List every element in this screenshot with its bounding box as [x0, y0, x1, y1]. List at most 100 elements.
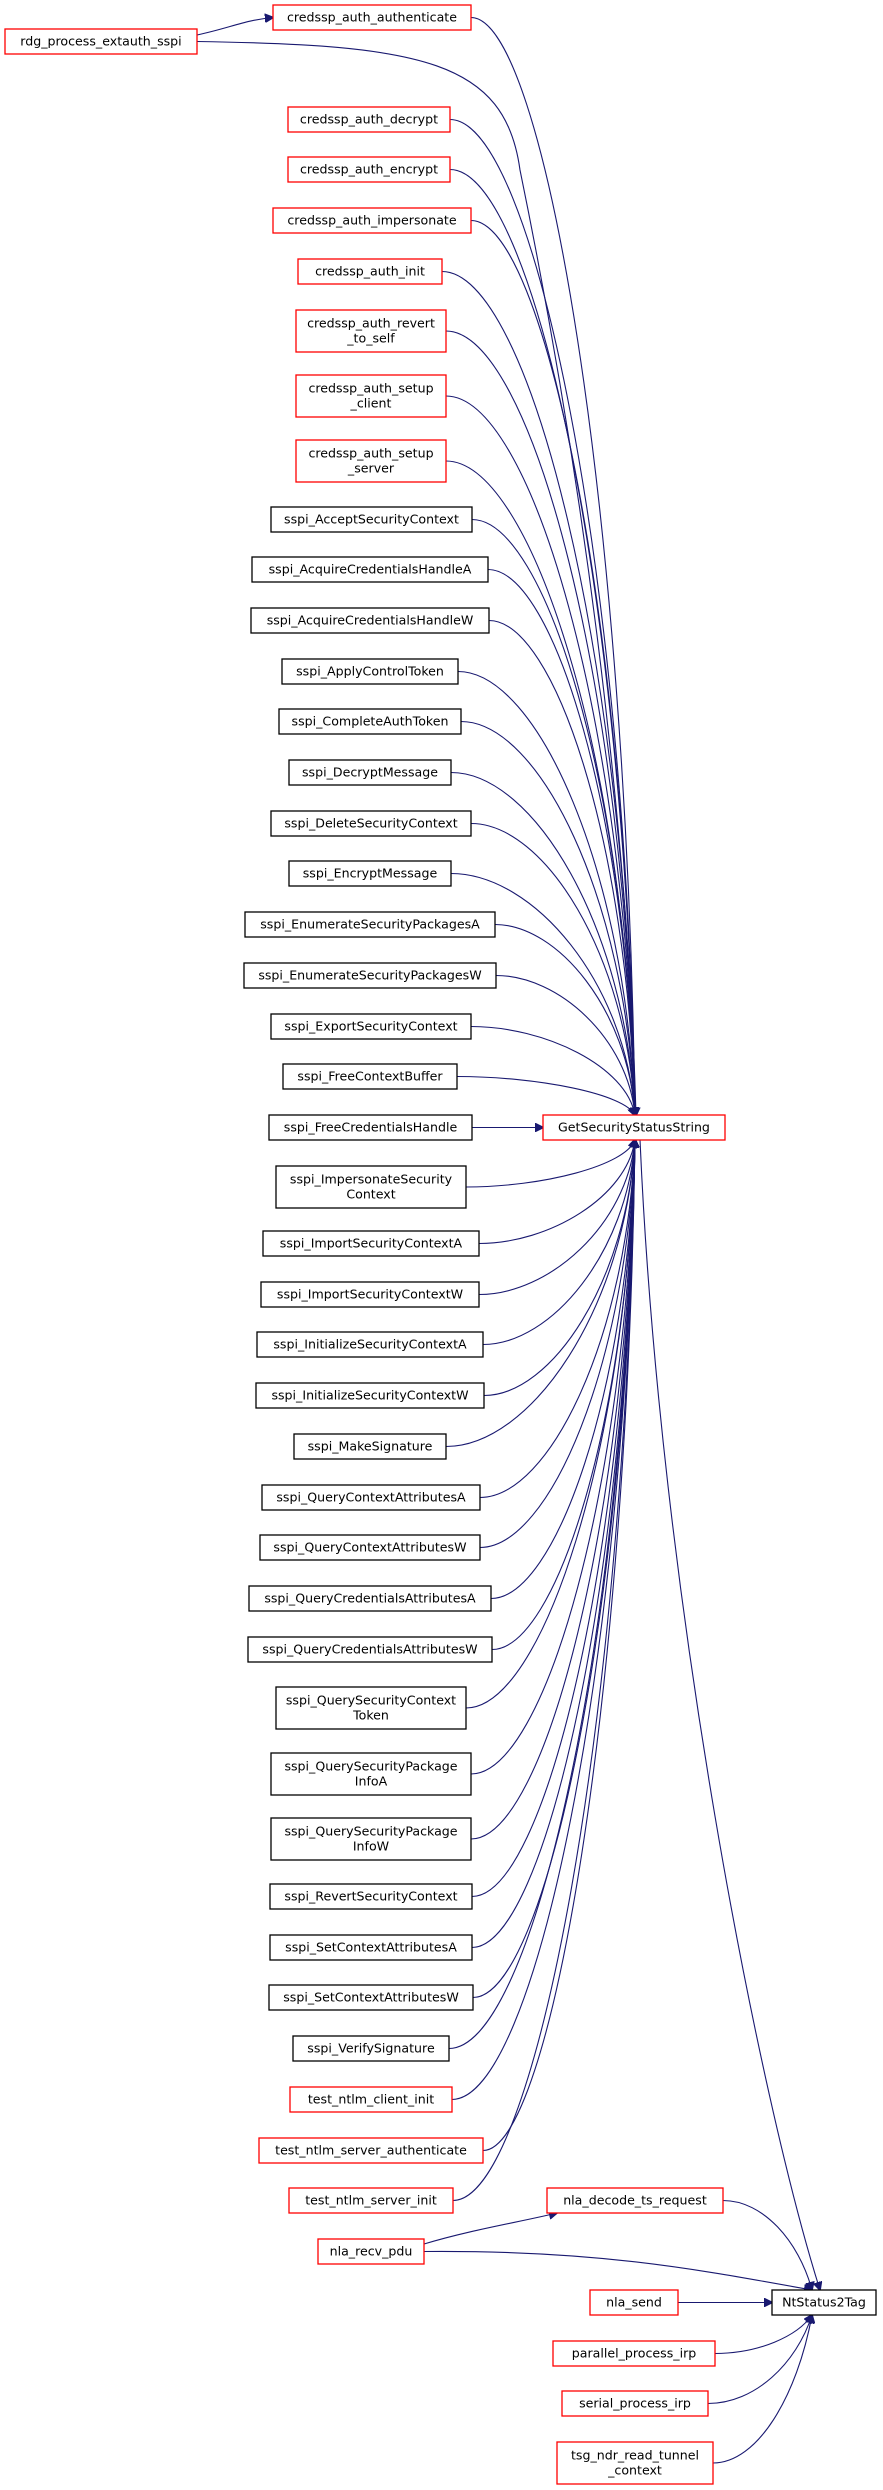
node-box — [250, 607, 490, 634]
edge-serial_process_irp-to-NtStatus2Tag — [707, 2315, 812, 2405]
node-box — [288, 759, 452, 786]
node-label: parallel_process_irp — [572, 2346, 697, 2361]
node-box — [270, 1752, 472, 1796]
edge-sspi_RevertSecurityContext-to-GetSecurityStatusString — [471, 1140, 635, 1898]
node-box — [269, 1883, 473, 1910]
node-sspi_FreeContextBuffer[interactable]: sspi_FreeContextBuffer — [282, 1063, 458, 1090]
node-test_ntlm_client_init[interactable]: test_ntlm_client_init — [289, 2086, 453, 2113]
edge-sspi_CompleteAuthToken-to-GetSecurityStatusString — [460, 720, 635, 1116]
node-sspi_EnumerateSecurityPackagesW[interactable]: sspi_EnumerateSecurityPackagesW — [243, 962, 497, 989]
node-box — [552, 2340, 716, 2367]
node-box — [546, 2187, 724, 2214]
nodes-layer: rdg_process_extauth_sspi credssp_auth_aut… — [4, 4, 877, 2485]
node-sspi_InitializeSecurityContextW[interactable]: sspi_InitializeSecurityContextW — [255, 1382, 485, 1409]
node-credssp_auth_encrypt[interactable]: credssp_auth_encrypt — [287, 156, 451, 183]
node-label: nla_recv_pdu — [330, 2244, 413, 2259]
node-box — [292, 2035, 450, 2062]
node-box — [278, 708, 462, 735]
node-box — [268, 1114, 473, 1141]
node-tsg_ndr_read_tunnel_context[interactable]: tsg_ndr_read_tunnel_context — [556, 2441, 714, 2485]
node-credssp_auth_revert_to_self[interactable]: credssp_auth_revert_to_self — [295, 309, 447, 353]
node-box — [293, 1433, 447, 1460]
node-test_ntlm_server_authenticate[interactable]: test_ntlm_server_authenticate — [258, 2137, 484, 2164]
edge-sspi_AcquireCredentialsHandleW-to-GetSecurityStatusString — [488, 619, 635, 1116]
node-sspi_ImportSecurityContextW[interactable]: sspi_ImportSecurityContextW — [260, 1281, 480, 1308]
node-sspi_ExportSecurityContext[interactable]: sspi_ExportSecurityContext — [270, 1013, 472, 1040]
node-sspi_FreeCredentialsHandle[interactable]: sspi_FreeCredentialsHandle — [268, 1114, 473, 1141]
edge-sspi_QuerySecurityContextToken-to-GetSecurityStatusString — [465, 1140, 635, 1709]
node-box — [255, 1382, 485, 1409]
node-label: sspi_CompleteAuthToken — [292, 714, 449, 729]
node-credssp_auth_setup_client[interactable]: credssp_auth_setup_client — [295, 374, 447, 418]
node-sspi_EnumerateSecurityPackagesA[interactable]: sspi_EnumerateSecurityPackagesA — [244, 911, 496, 938]
node-sspi_AcquireCredentialsHandleA[interactable]: sspi_AcquireCredentialsHandleA — [251, 556, 489, 583]
node-label: test_ntlm_client_init — [308, 2092, 434, 2107]
node-box — [589, 2289, 679, 2316]
edge-sspi_ApplyControlToken-to-GetSecurityStatusString — [457, 670, 635, 1116]
node-sspi_QueryCredentialsAttributesW[interactable]: sspi_QueryCredentialsAttributesW — [247, 1636, 493, 1663]
node-label: sspi_AcceptSecurityContext — [284, 512, 459, 527]
node-box — [295, 374, 447, 418]
node-credssp_auth_decrypt[interactable]: credssp_auth_decrypt — [287, 106, 451, 133]
node-sspi_SetContextAttributesA[interactable]: sspi_SetContextAttributesA — [269, 1934, 473, 1961]
node-sspi_RevertSecurityContext[interactable]: sspi_RevertSecurityContext — [269, 1883, 473, 1910]
node-label: credssp_auth_authenticate — [287, 10, 457, 25]
edge-rdg_process_extauth_sspi-to-credssp_auth_authenticate — [196, 18, 273, 36]
node-sspi_MakeSignature[interactable]: sspi_MakeSignature — [293, 1433, 447, 1460]
node-credssp_auth_impersonate[interactable]: credssp_auth_impersonate — [272, 207, 472, 234]
node-sspi_QueryContextAttributesW[interactable]: sspi_QueryContextAttributesW — [259, 1534, 481, 1561]
node-sspi_CompleteAuthToken[interactable]: sspi_CompleteAuthToken — [278, 708, 462, 735]
node-sspi_AcquireCredentialsHandleW[interactable]: sspi_AcquireCredentialsHandleW — [250, 607, 490, 634]
node-label: sspi_EncryptMessage — [303, 866, 438, 881]
node-nla_recv_pdu[interactable]: nla_recv_pdu — [317, 2238, 425, 2265]
node-box — [262, 1230, 480, 1257]
node-nla_send[interactable]: nla_send — [589, 2289, 679, 2316]
edge-sspi_QueryContextAttributesW-to-GetSecurityStatusString — [479, 1140, 635, 1549]
node-label: nla_send — [606, 2295, 662, 2310]
edges-layer — [196, 16, 820, 2464]
node-sspi_QueryContextAttributesA[interactable]: sspi_QueryContextAttributesA — [261, 1484, 481, 1511]
node-label: sspi_FreeCredentialsHandle — [284, 1120, 458, 1135]
node-label: credssp_auth_decrypt — [300, 112, 438, 127]
node-label: sspi_RevertSecurityContext — [284, 1889, 457, 1904]
node-sspi_DeleteSecurityContext[interactable]: sspi_DeleteSecurityContext — [270, 810, 472, 837]
node-box — [247, 1636, 493, 1663]
edge-GetSecurityStatusString-to-NtStatus2Tag — [639, 1139, 820, 2291]
node-parallel_process_irp[interactable]: parallel_process_irp — [552, 2340, 716, 2367]
node-label: _context — [607, 2463, 662, 2478]
node-box — [288, 2187, 454, 2214]
node-sspi_ImportSecurityContextA[interactable]: sspi_ImportSecurityContextA — [262, 1230, 480, 1257]
node-credssp_auth_init[interactable]: credssp_auth_init — [297, 258, 443, 285]
node-nla_decode_ts_request[interactable]: nla_decode_ts_request — [546, 2187, 724, 2214]
node-label: test_ntlm_server_init — [305, 2193, 437, 2208]
node-test_ntlm_server_init[interactable]: test_ntlm_server_init — [288, 2187, 454, 2214]
node-label: credssp_auth_impersonate — [287, 213, 456, 228]
node-sspi_EncryptMessage[interactable]: sspi_EncryptMessage — [288, 860, 452, 887]
node-serial_process_irp[interactable]: serial_process_irp — [561, 2390, 709, 2417]
node-box — [272, 4, 472, 31]
node-credssp_auth_authenticate[interactable]: credssp_auth_authenticate — [272, 4, 472, 31]
node-credssp_auth_setup_server[interactable]: credssp_auth_setup_server — [295, 439, 447, 483]
node-label: credssp_auth_encrypt — [300, 162, 438, 177]
node-GetSecurityStatusString[interactable]: GetSecurityStatusString — [542, 1114, 726, 1141]
edge-sspi_FreeContextBuffer-to-GetSecurityStatusString — [456, 1075, 635, 1116]
node-sspi_VerifySignature[interactable]: sspi_VerifySignature — [292, 2035, 450, 2062]
node-rdg_process_extauth_sspi[interactable]: rdg_process_extauth_sspi — [4, 28, 198, 55]
node-sspi_DecryptMessage[interactable]: sspi_DecryptMessage — [288, 759, 452, 786]
node-NtStatus2Tag[interactable]: NtStatus2Tag — [771, 2289, 877, 2316]
node-sspi_AcceptSecurityContext[interactable]: sspi_AcceptSecurityContext — [270, 506, 473, 533]
edge-sspi_AcquireCredentialsHandleA-to-GetSecurityStatusString — [487, 568, 635, 1116]
node-label: sspi_VerifySignature — [307, 2041, 435, 2056]
edge-nla_recv_pdu-to-NtStatus2Tag — [423, 2250, 812, 2290]
edge-credssp_auth_authenticate-to-GetSecurityStatusString — [470, 16, 635, 1116]
node-sspi_SetContextAttributesW[interactable]: sspi_SetContextAttributesW — [268, 1984, 474, 2011]
node-box — [275, 1686, 467, 1730]
node-sspi_InitializeSecurityContextA[interactable]: sspi_InitializeSecurityContextA — [256, 1331, 484, 1358]
node-sspi_ApplyControlToken[interactable]: sspi_ApplyControlToken — [281, 658, 459, 685]
edge-sspi_DeleteSecurityContext-to-GetSecurityStatusString — [470, 822, 635, 1116]
node-sspi_QueryCredentialsAttributesA[interactable]: sspi_QueryCredentialsAttributesA — [248, 1585, 492, 1612]
